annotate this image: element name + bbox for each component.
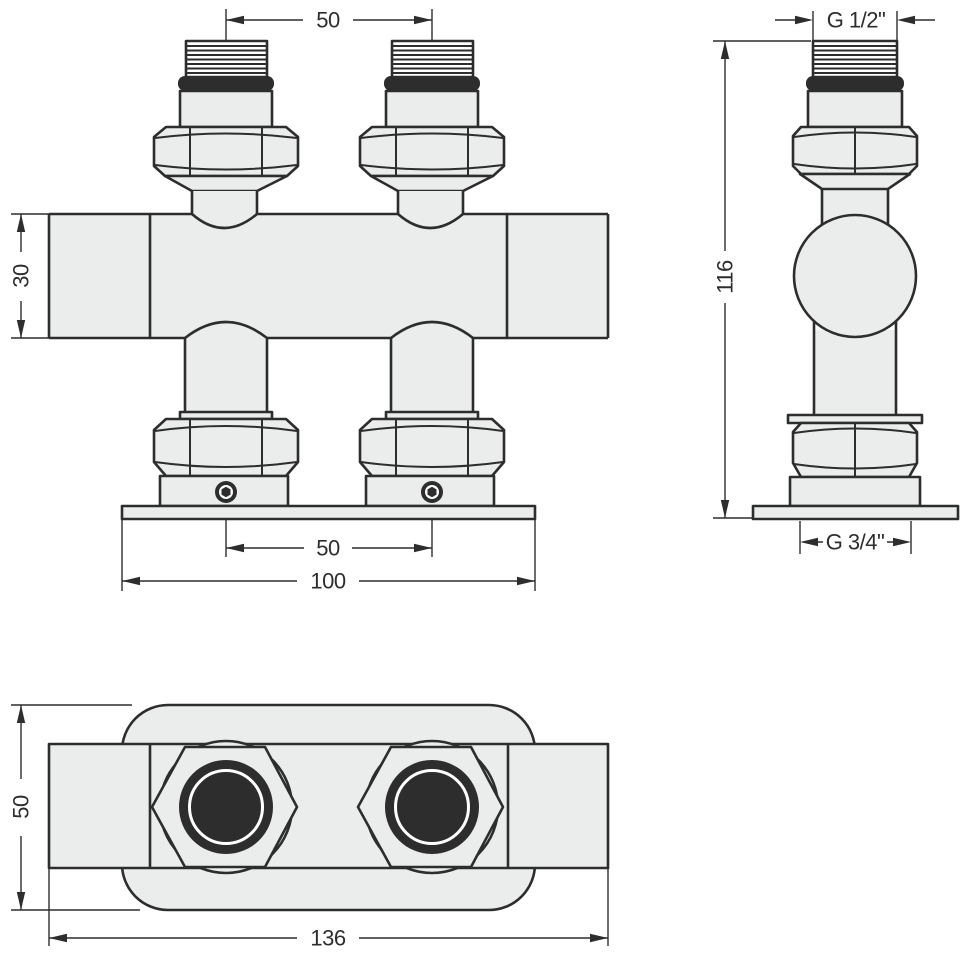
dim-label: 136 [310, 926, 345, 951]
bottom-neck-dome-arcs [184, 320, 474, 340]
dimensions: 50 30 50 100 G 1/2" [9, 8, 935, 951]
extension-lines [812, 11, 898, 40]
extension-lines [225, 520, 433, 557]
manifold-body-bottom [47, 742, 610, 870]
dim-label: 116 [713, 260, 738, 294]
front-mounting-plate [120, 504, 537, 521]
dim-bottom-plate-depth: 50 [9, 704, 140, 911]
arrow-left-inward [897, 15, 915, 25]
side-lower-collar [788, 475, 922, 508]
front-bottom-connector-left [152, 336, 300, 508]
extension-lines [713, 40, 811, 519]
arrow-right [414, 15, 432, 25]
body-section-lines [148, 214, 509, 338]
side-o-ring-seal [806, 76, 904, 91]
arrow-right [414, 543, 432, 553]
arrow-right [893, 537, 911, 547]
dim-front-body-height: 30 [9, 213, 49, 339]
dim-side-total-height: 116 [713, 40, 811, 519]
dim-label: 50 [316, 536, 340, 561]
extension-lines [225, 9, 433, 40]
dim-side-thread-top: G 1/2" [775, 8, 935, 40]
bottom-view [47, 703, 610, 912]
arrow-down [16, 892, 26, 910]
extension-lines [799, 521, 912, 554]
arrow-left [122, 576, 140, 586]
arrow-left [226, 543, 244, 553]
arrow-right [590, 933, 608, 943]
dim-label: G 1/2" [827, 8, 886, 33]
side-upper-nut-chamfers [793, 131, 917, 170]
dim-label: G 3/4" [826, 530, 885, 555]
dim-side-thread-bottom: G 3/4" [799, 521, 912, 555]
front-top-connector-left [152, 39, 300, 217]
arrow-left [226, 15, 244, 25]
side-view [751, 39, 960, 521]
dim-bottom-total-length: 136 [48, 869, 609, 951]
dim-front-port-spacing-top: 50 [225, 8, 433, 40]
manifold-body-fill [49, 214, 608, 338]
extension-lines [11, 213, 49, 339]
front-top-connector-right [358, 39, 506, 217]
extension-lines [48, 869, 609, 946]
arrow-down [720, 500, 730, 518]
front-view [47, 39, 610, 521]
dim-label: 50 [9, 795, 34, 819]
dim-label: 100 [310, 569, 345, 594]
side-lower-nut-chamfers [793, 427, 917, 470]
dim-label: 30 [9, 264, 34, 288]
bottom-body-section-lines [148, 744, 510, 868]
extension-lines [11, 704, 140, 911]
side-tailpiece-cylinder [806, 89, 904, 129]
top-neck-fillet-arcs [191, 213, 464, 230]
arrow-left [49, 933, 67, 943]
side-mounting-plate [751, 504, 960, 521]
valve-ball-body [792, 213, 918, 339]
side-thread-lines [814, 45, 896, 74]
arrow-down [16, 320, 26, 338]
front-bottom-connector-right [358, 336, 506, 508]
arrow-left [800, 537, 818, 547]
extension-lines [121, 520, 536, 591]
lower-pipe-fill [814, 330, 896, 415]
dim-front-plate-length: 100 [121, 520, 536, 594]
arrow-up [16, 214, 26, 232]
arrow-right [517, 576, 535, 586]
dim-label: 50 [316, 8, 340, 33]
side-taper-transition [798, 172, 912, 191]
arrow-up [720, 41, 730, 59]
arrow-right-inward [795, 15, 813, 25]
dim-front-port-spacing-bottom: 50 [225, 520, 433, 561]
manifold-body-outline [47, 212, 610, 340]
arrow-up [16, 705, 26, 723]
